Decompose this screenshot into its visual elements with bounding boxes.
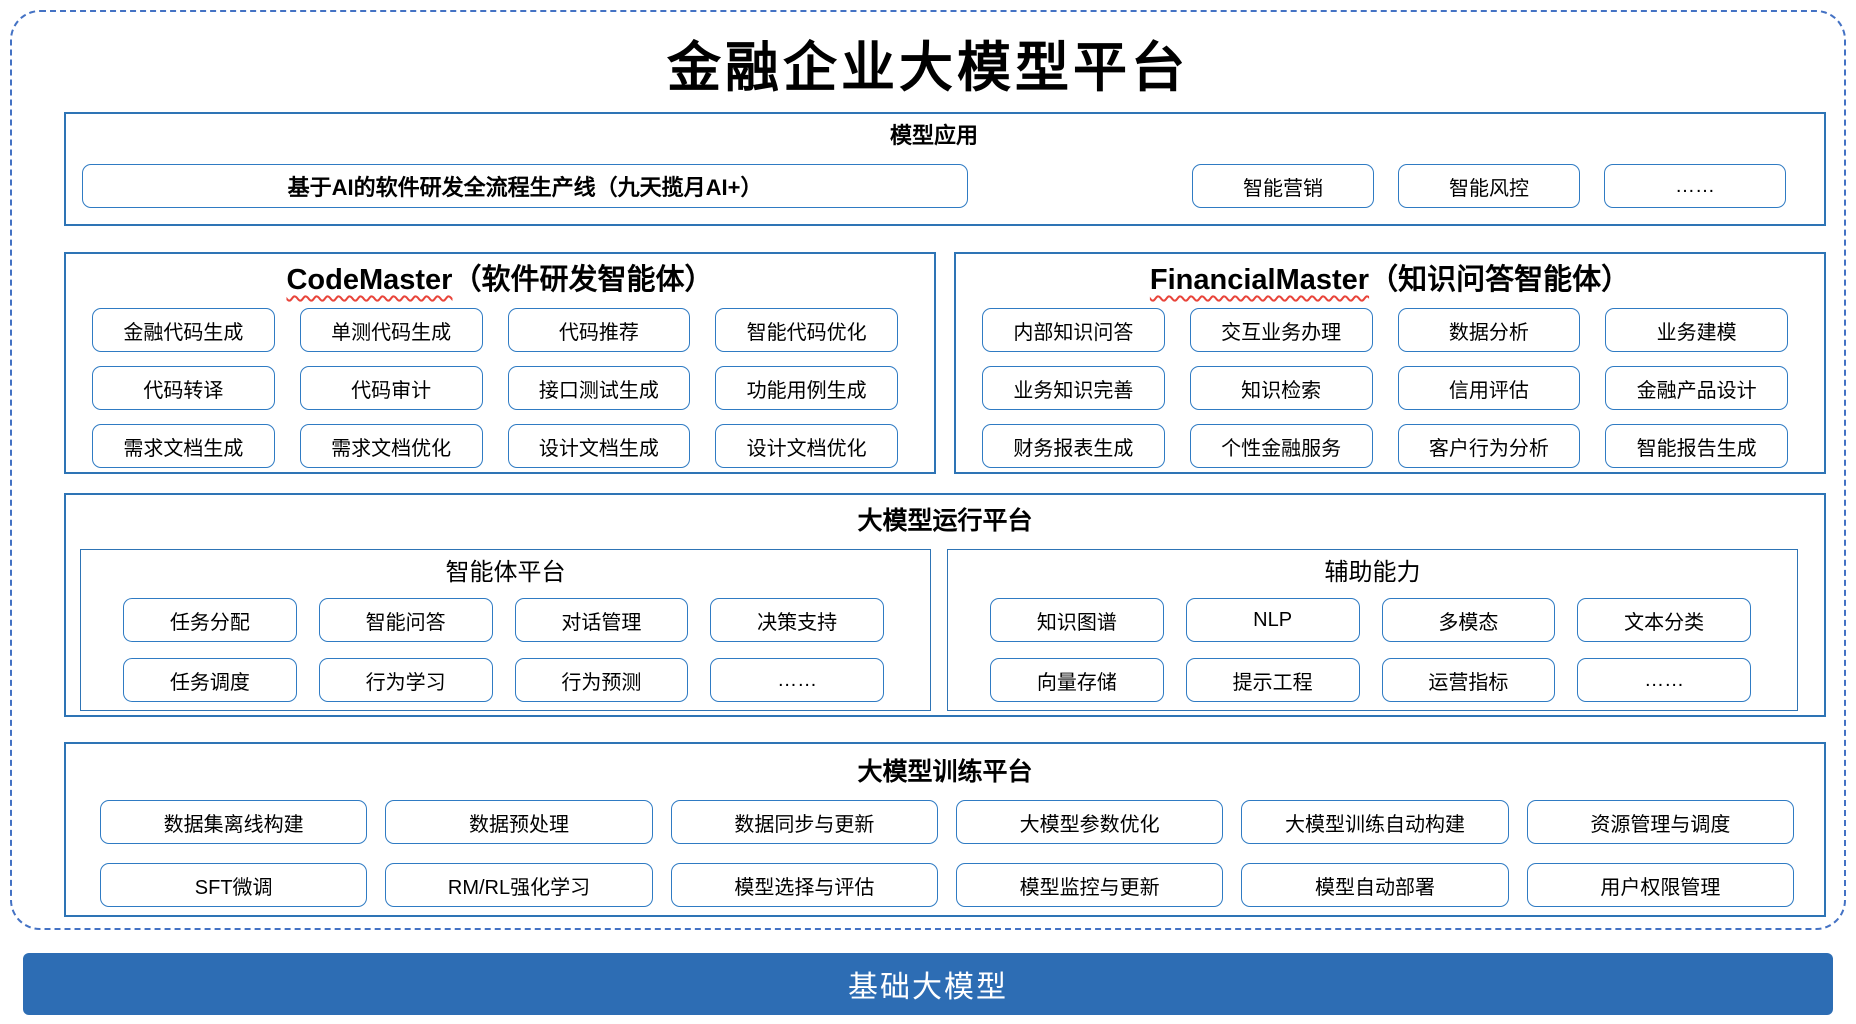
aux-capability-box: 知识图谱 bbox=[990, 598, 1164, 642]
financialmaster-capability-box: 信用评估 bbox=[1397, 366, 1581, 410]
agent-platform-box: 决策支持 bbox=[710, 598, 884, 642]
agents-row: CodeMaster（软件研发智能体） 金融代码生成单测代码生成代码推荐智能代码… bbox=[64, 252, 1826, 474]
training-capability-box: 大模型训练自动构建 bbox=[1241, 800, 1509, 844]
aux-capability-box: …… bbox=[1577, 658, 1751, 702]
financialmaster-capabilities: 内部知识问答交互业务办理数据分析业务建模业务知识完善知识检索信用评估金融产品设计… bbox=[956, 300, 1824, 469]
financialmaster-capability-box: 智能报告生成 bbox=[1605, 424, 1788, 468]
aux-capability-box: 提示工程 bbox=[1185, 658, 1360, 702]
model-application-row: 基于AI的软件研发全流程生产线（九天揽月AI+） 智能营销智能风控 …… bbox=[82, 164, 1786, 208]
training-capability-box: 大模型参数优化 bbox=[956, 800, 1224, 844]
codemaster-capability-box: 代码审计 bbox=[299, 366, 483, 410]
agent-platform-box: 智能问答 bbox=[318, 598, 493, 642]
training-capability-box: 资源管理与调度 bbox=[1526, 800, 1794, 844]
financialmaster-capability-box: 交互业务办理 bbox=[1189, 308, 1373, 352]
agent-platform-box: 行为预测 bbox=[514, 658, 689, 702]
aux-capability-box: 向量存储 bbox=[990, 658, 1164, 702]
financialmaster-capability-box: 数据分析 bbox=[1397, 308, 1581, 352]
training-platform-items: 数据集离线构建数据预处理数据同步与更新大模型参数优化大模型训练自动构建资源管理与… bbox=[66, 790, 1824, 907]
section-training-platform: 大模型训练平台 数据集离线构建数据预处理数据同步与更新大模型参数优化大模型训练自… bbox=[64, 742, 1826, 917]
model-application-title: 模型应用 bbox=[889, 123, 978, 148]
codemaster-capability-box: 功能用例生成 bbox=[715, 366, 898, 410]
model-application-items: 智能营销智能风控 …… bbox=[1192, 164, 1786, 208]
aux-capability-box: 多模态 bbox=[1381, 598, 1556, 642]
section-runtime-platform: 大模型运行平台 智能体平台 任务分配智能问答对话管理决策支持任务调度行为学习行为… bbox=[64, 493, 1826, 717]
application-box: 智能营销 bbox=[1192, 164, 1374, 208]
training-capability-box: 数据同步与更新 bbox=[670, 800, 938, 844]
training-capability-box: 模型监控与更新 bbox=[956, 863, 1224, 907]
financialmaster-title: FinancialMaster（知识问答智能体） bbox=[956, 260, 1824, 300]
aux-capability-title: 辅助能力 bbox=[1324, 559, 1421, 586]
financialmaster-title-en: FinancialMaster bbox=[1149, 264, 1370, 296]
agent-platform-title: 智能体平台 bbox=[445, 559, 566, 586]
codemaster-capability-box: 单测代码生成 bbox=[299, 308, 483, 352]
training-capability-box: 数据集离线构建 bbox=[100, 800, 368, 844]
training-platform-title: 大模型训练平台 bbox=[857, 758, 1033, 786]
training-capability-box: RM/RL强化学习 bbox=[385, 863, 653, 907]
training-capability-box: 模型自动部署 bbox=[1241, 863, 1509, 907]
foundation-model-bar: 基础大模型 bbox=[23, 953, 1833, 1015]
ai-pipeline-box: 基于AI的软件研发全流程生产线（九天揽月AI+） bbox=[82, 164, 969, 208]
codemaster-capabilities: 金融代码生成单测代码生成代码推荐智能代码优化代码转译代码审计接口测试生成功能用例… bbox=[66, 300, 934, 469]
aux-capability-box: NLP bbox=[1185, 598, 1360, 642]
application-box: …… bbox=[1604, 164, 1786, 208]
codemaster-title: CodeMaster（软件研发智能体） bbox=[66, 260, 934, 300]
codemaster-capability-box: 设计文档优化 bbox=[715, 424, 898, 468]
training-capability-box: SFT微调 bbox=[100, 863, 368, 907]
agent-platform-box: …… bbox=[710, 658, 884, 702]
training-capability-box: 模型选择与评估 bbox=[670, 863, 938, 907]
subsection-agent-platform: 智能体平台 任务分配智能问答对话管理决策支持任务调度行为学习行为预测 …… bbox=[80, 549, 931, 711]
codemaster-title-zh: （软件研发智能体） bbox=[452, 264, 714, 296]
training-capability-box: 数据预处理 bbox=[385, 800, 653, 844]
financialmaster-title-zh: （知识问答智能体） bbox=[1369, 264, 1631, 296]
agent-platform-box: 对话管理 bbox=[514, 598, 689, 642]
page-title: 金融企业大模型平台 bbox=[667, 38, 1189, 98]
runtime-subsections-row: 智能体平台 任务分配智能问答对话管理决策支持任务调度行为学习行为预测 …… 辅助能… bbox=[80, 549, 1798, 711]
application-box: 智能风控 bbox=[1398, 164, 1580, 208]
aux-capability-box: 文本分类 bbox=[1577, 598, 1751, 642]
section-model-application: 模型应用 基于AI的软件研发全流程生产线（九天揽月AI+） 智能营销智能风控 …… bbox=[64, 112, 1826, 226]
financialmaster-capability-box: 客户行为分析 bbox=[1397, 424, 1581, 468]
codemaster-capability-box: 代码转译 bbox=[92, 366, 275, 410]
financialmaster-capability-box: 知识检索 bbox=[1189, 366, 1373, 410]
agent-platform-box: 任务调度 bbox=[123, 658, 297, 702]
financialmaster-capability-box: 业务知识完善 bbox=[982, 366, 1165, 410]
financialmaster-capability-box: 财务报表生成 bbox=[982, 424, 1165, 468]
training-capability-box: 用户权限管理 bbox=[1526, 863, 1794, 907]
agent-platform-box: 行为学习 bbox=[318, 658, 493, 702]
section-financialmaster: FinancialMaster（知识问答智能体） 内部知识问答交互业务办理数据分… bbox=[954, 252, 1826, 474]
codemaster-capability-box: 代码推荐 bbox=[507, 308, 691, 352]
codemaster-capability-box: 需求文档生成 bbox=[92, 424, 275, 468]
codemaster-capability-box: 设计文档生成 bbox=[507, 424, 691, 468]
codemaster-capability-box: 金融代码生成 bbox=[92, 308, 275, 352]
agent-platform-items: 任务分配智能问答对话管理决策支持任务调度行为学习行为预测 …… bbox=[81, 590, 930, 702]
codemaster-capability-box: 需求文档优化 bbox=[299, 424, 483, 468]
section-codemaster: CodeMaster（软件研发智能体） 金融代码生成单测代码生成代码推荐智能代码… bbox=[64, 252, 936, 474]
financialmaster-capability-box: 内部知识问答 bbox=[982, 308, 1165, 352]
aux-capability-items: 知识图谱 NLP 多模态文本分类向量存储提示工程运营指标 …… bbox=[948, 590, 1797, 702]
financialmaster-capability-box: 业务建模 bbox=[1605, 308, 1788, 352]
runtime-platform-title: 大模型运行平台 bbox=[857, 507, 1033, 535]
codemaster-capability-box: 智能代码优化 bbox=[715, 308, 898, 352]
agent-platform-box: 任务分配 bbox=[123, 598, 297, 642]
codemaster-title-en: CodeMaster bbox=[286, 264, 453, 296]
codemaster-capability-box: 接口测试生成 bbox=[507, 366, 691, 410]
subsection-aux-capability: 辅助能力 知识图谱 NLP 多模态文本分类向量存储提示工程运营指标 …… bbox=[947, 549, 1798, 711]
financialmaster-capability-box: 金融产品设计 bbox=[1605, 366, 1788, 410]
aux-capability-box: 运营指标 bbox=[1381, 658, 1556, 702]
financialmaster-capability-box: 个性金融服务 bbox=[1189, 424, 1373, 468]
platform-outer-frame: 金融企业大模型平台 模型应用 基于AI的软件研发全流程生产线（九天揽月AI+） … bbox=[10, 10, 1846, 930]
